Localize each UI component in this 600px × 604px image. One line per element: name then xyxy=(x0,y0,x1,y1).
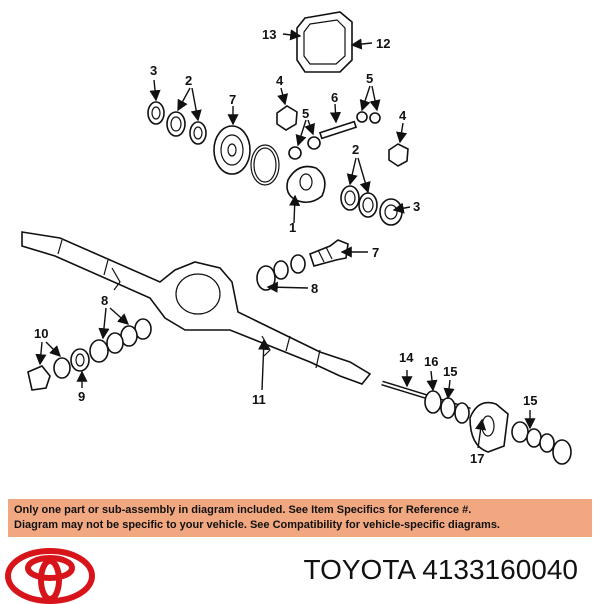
parts-diagram: 1 2 2 3 3 4 4 5 5 6 7 7 8 8 9 10 11 12 1… xyxy=(21,11,572,466)
pinion-bearings xyxy=(256,254,306,291)
callout-label: 2 xyxy=(352,142,359,157)
differential-gears xyxy=(276,105,409,167)
axle-bearing-set xyxy=(424,390,470,424)
callout-label: 4 xyxy=(276,73,284,88)
callout-label: 9 xyxy=(78,389,85,404)
callout-label: 13 xyxy=(262,27,276,42)
disclaimer-banner: Only one part or sub-assembly in diagram… xyxy=(8,499,592,537)
cover-gasket xyxy=(296,11,353,73)
axle-hub xyxy=(469,401,509,453)
disclaimer-line-2: Diagram may not be specific to your vehi… xyxy=(14,519,500,531)
callout-label: 7 xyxy=(372,245,379,260)
side-bearing-set-right xyxy=(340,185,403,226)
callout-label: 4 xyxy=(399,108,407,123)
hub-seal-stack xyxy=(511,421,572,465)
callout-label: 3 xyxy=(150,63,157,78)
brand-name: TOYOTA xyxy=(303,554,415,585)
callout-label: 15 xyxy=(443,364,457,379)
callout-label: 11 xyxy=(252,392,266,407)
differential-case xyxy=(286,165,326,204)
callout-label: 8 xyxy=(311,281,318,296)
callout-label: 2 xyxy=(185,73,192,88)
callout-label: 17 xyxy=(470,451,484,466)
toyota-logo-icon xyxy=(5,548,95,604)
footer: TOYOTA 4133160040 xyxy=(0,540,600,604)
callout-label: 14 xyxy=(399,350,414,365)
callout-label: 12 xyxy=(376,36,390,51)
callout-label: 15 xyxy=(523,393,537,408)
callout-label: 16 xyxy=(424,354,438,369)
brand-part-number: TOYOTA 4133160040 xyxy=(303,554,578,586)
axle-housing xyxy=(21,231,372,385)
pinion-bearing-set-left xyxy=(147,101,207,145)
callout-label: 3 xyxy=(413,199,420,214)
leader-lines xyxy=(35,29,536,449)
callout-label: 8 xyxy=(101,293,108,308)
callout-label: 5 xyxy=(302,106,309,121)
disclaimer-line-1: Only one part or sub-assembly in diagram… xyxy=(14,504,472,516)
companion-flange-stack xyxy=(27,318,152,391)
ring-gear-shim xyxy=(250,144,280,186)
drive-pinion xyxy=(309,239,349,267)
ring-gear xyxy=(213,125,251,175)
callout-numbers: 1 2 2 3 3 4 4 5 5 6 7 7 8 8 9 10 11 12 1… xyxy=(34,27,537,466)
callout-label: 10 xyxy=(34,326,48,341)
callout-label: 5 xyxy=(366,71,373,86)
callout-label: 7 xyxy=(229,92,236,107)
callout-label: 6 xyxy=(331,90,338,105)
part-number: 4133160040 xyxy=(422,554,578,585)
callout-label: 1 xyxy=(289,220,296,235)
